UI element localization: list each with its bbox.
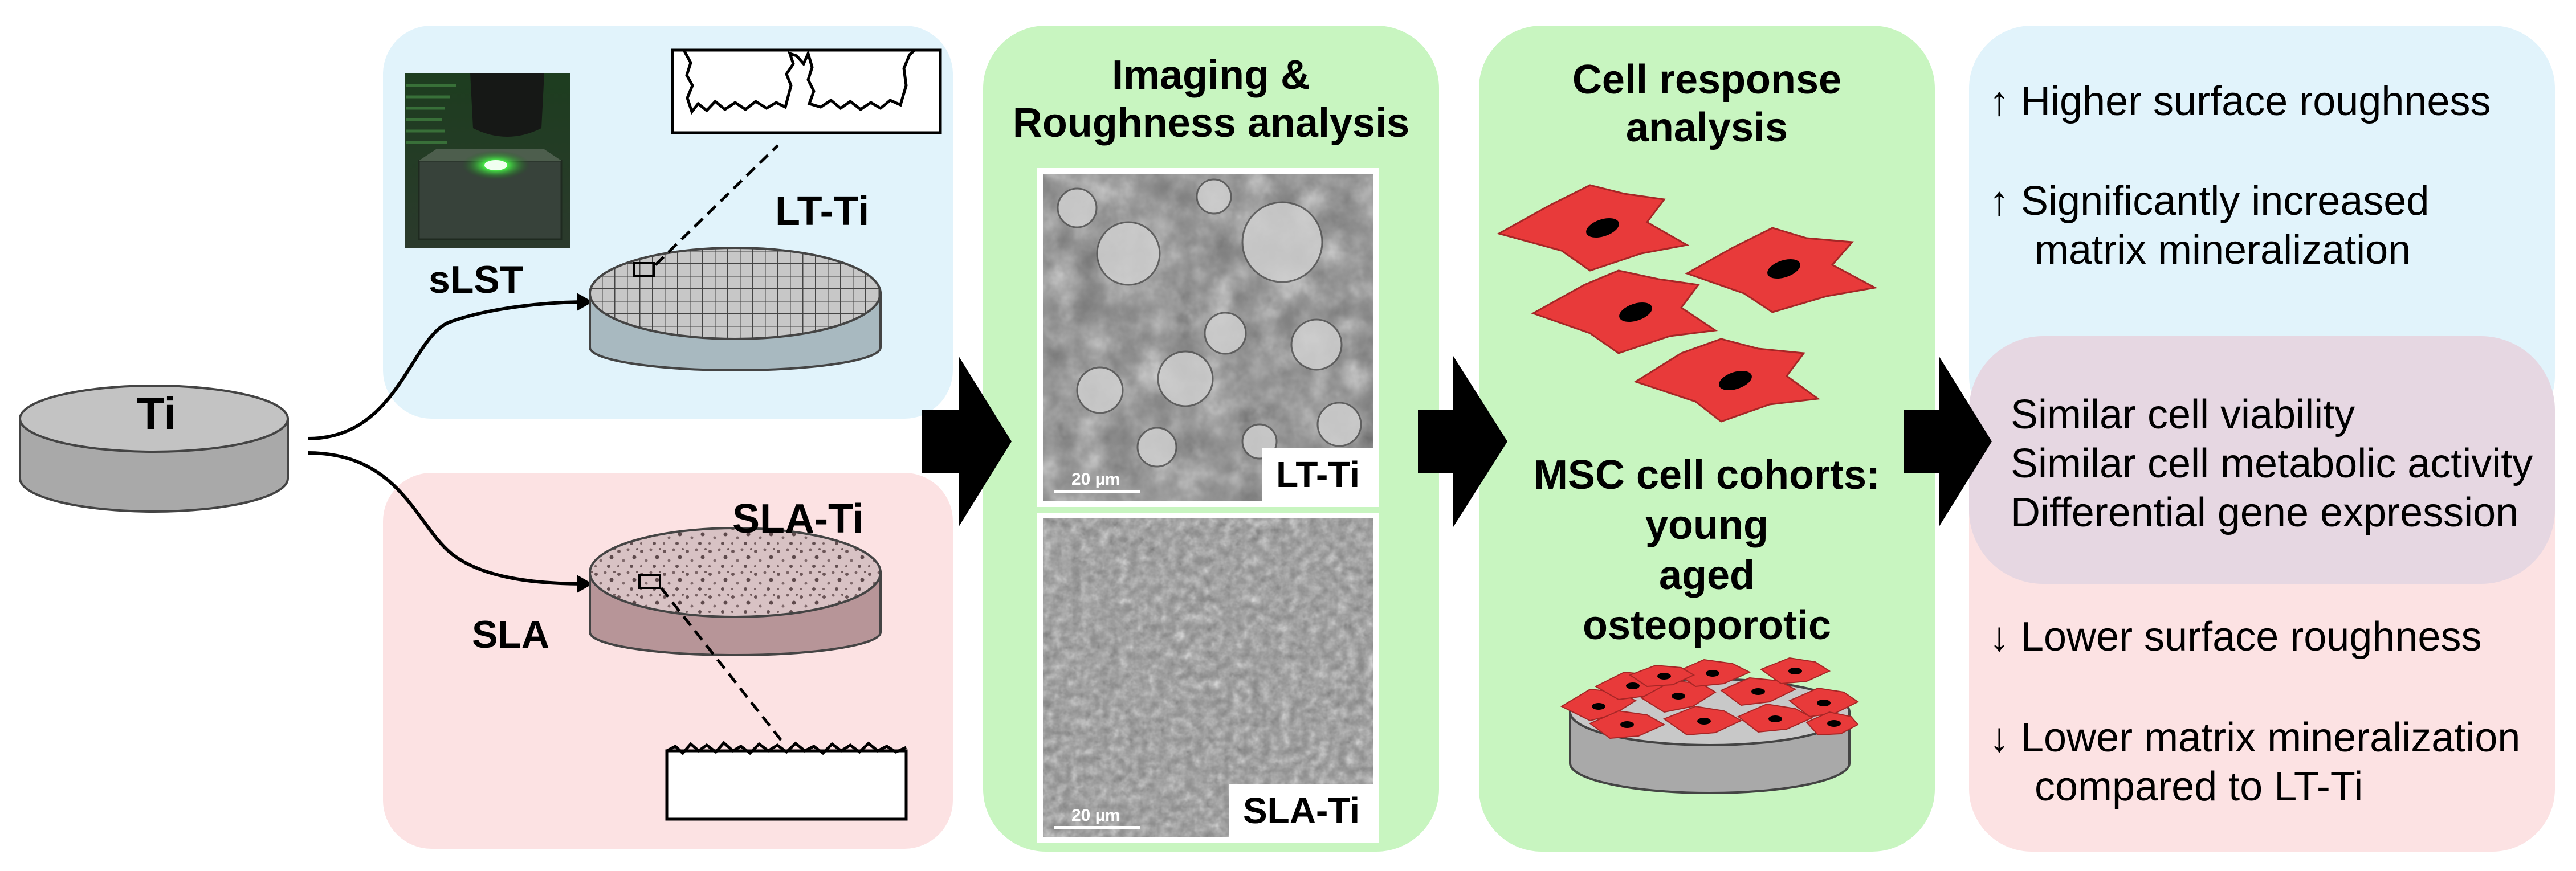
sla-ti-label: SLA-Ti <box>732 496 864 542</box>
sem-scale-lt: 20 µm <box>1071 470 1120 489</box>
sla-zoom-line <box>660 587 785 745</box>
shared-item: Similar cell viability <box>2011 392 2355 437</box>
ti-disc <box>19 385 289 513</box>
cohorts-title: MSC cell cohorts: <box>1533 452 1881 498</box>
outcome-lt-2: ↑ Significantly increased matrix mineral… <box>1989 177 2429 275</box>
connector-to-sla <box>307 451 588 586</box>
lt-zoom-line <box>654 144 779 266</box>
sla-ti-disc <box>589 527 882 656</box>
laser-photo <box>405 73 570 248</box>
arrow-down-icon: ↓ <box>1989 715 2010 760</box>
sla-label: SLA <box>472 613 549 656</box>
cell-seeded-disc <box>1560 657 1859 794</box>
outcome-shared-panel <box>1969 336 2555 584</box>
cell-nuclei <box>1586 218 1800 391</box>
arrow-up-icon: ↑ <box>1989 79 2010 124</box>
lt-ti-label: LT-Ti <box>775 189 870 234</box>
shared-item: Similar cell metabolic activity <box>2011 441 2533 486</box>
sla-profile <box>665 741 908 821</box>
cohorts-block: MSC cell cohorts: young aged osteoporoti… <box>1479 450 1935 651</box>
imaging-title: Imaging & Roughness analysis <box>983 51 1439 147</box>
cell-title-line1: Cell response <box>1572 57 1842 103</box>
outcome-lt-panel <box>1969 26 2555 439</box>
sem-scalebar-lt <box>1054 490 1140 493</box>
outcome-text: Higher surface roughness <box>2021 79 2491 124</box>
arrow-to-imaging <box>922 356 1012 527</box>
outcome-text: matrix mineralization <box>2035 227 2411 273</box>
slst-label: sLST <box>429 258 524 301</box>
sem-image-lt: 20 µm LT-Ti <box>1037 168 1379 507</box>
outcome-text: Significantly increased <box>2021 178 2430 224</box>
sem-label-sla: SLA-Ti <box>1229 784 1373 837</box>
connector-to-lt-arrowhead <box>577 293 593 311</box>
arrow-to-outcomes <box>1904 356 1992 527</box>
cohort-item: osteoporotic <box>1582 603 1831 648</box>
connector-to-lt <box>307 300 588 440</box>
sem-scale-sla: 20 µm <box>1071 806 1120 825</box>
outcome-sla-1: ↓ Lower surface roughness <box>1989 612 2481 661</box>
lt-ti-disc <box>589 247 882 371</box>
cohort-item: young <box>1645 502 1768 548</box>
sem-image-sla: 20 µm SLA-Ti <box>1037 513 1379 843</box>
ti-label: Ti <box>137 388 177 439</box>
arrow-to-cell <box>1418 356 1507 527</box>
lt-profile <box>671 48 942 134</box>
sem-scalebar-sla <box>1054 826 1140 829</box>
outcome-text: compared to LT-Ti <box>2035 764 2363 809</box>
connector-to-sla-arrowhead <box>577 575 593 593</box>
cell-title: Cell response analysis <box>1479 56 1935 152</box>
outcome-lt-1: ↑ Higher surface roughness <box>1989 77 2491 126</box>
cell-title-line2: analysis <box>1625 105 1788 150</box>
arrow-down-icon: ↓ <box>1989 614 2010 660</box>
sem-label-lt: LT-Ti <box>1262 448 1373 501</box>
shared-item: Differential gene expression <box>2011 490 2519 535</box>
sem-texture-lt <box>1043 174 1373 501</box>
imaging-title-line2: Roughness analysis <box>1012 100 1410 146</box>
outcome-shared: Similar cell viability Similar cell meta… <box>2011 390 2533 537</box>
outcome-sla-2: ↓ Lower matrix mineralization compared t… <box>1989 713 2520 811</box>
outcome-text: Lower matrix mineralization <box>2021 715 2521 760</box>
cohort-item: aged <box>1658 553 1755 598</box>
imaging-title-line1: Imaging & <box>1111 52 1310 98</box>
outcome-text: Lower surface roughness <box>2021 614 2482 660</box>
arrow-up-icon: ↑ <box>1989 178 2010 224</box>
